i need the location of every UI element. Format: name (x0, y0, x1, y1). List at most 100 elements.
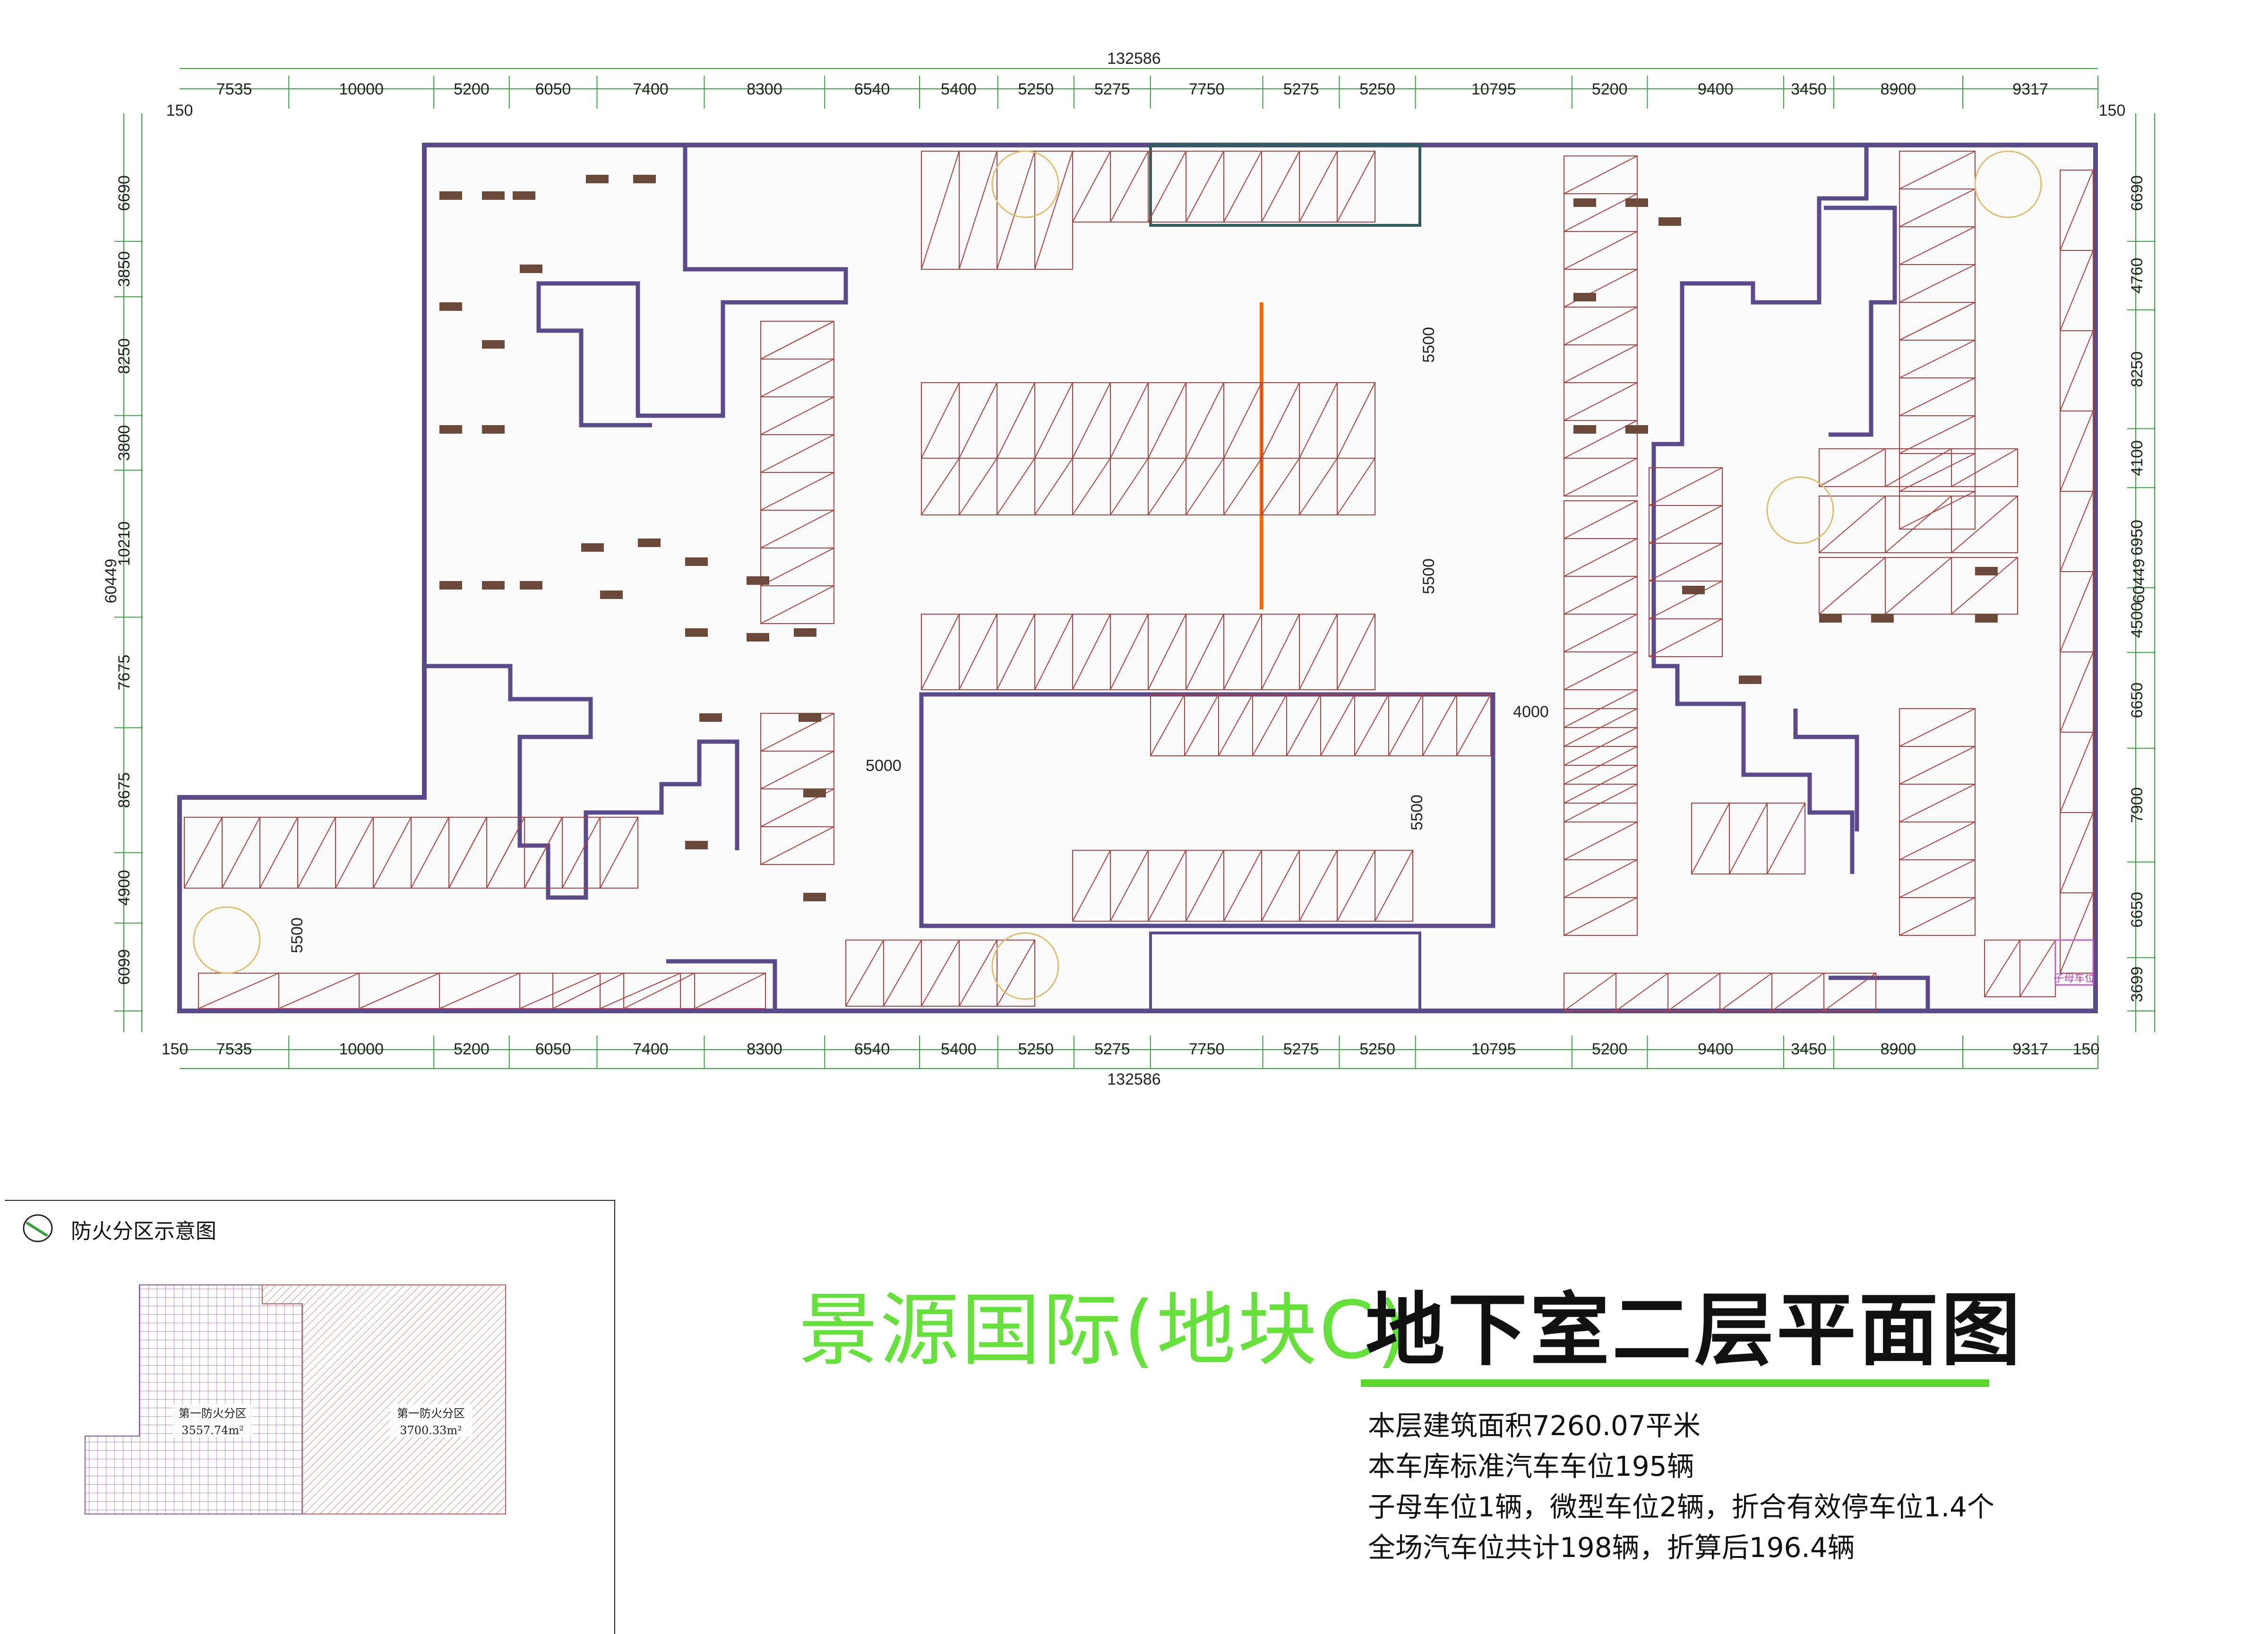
column (520, 581, 542, 590)
parking-stall-diagonal (1422, 694, 1457, 756)
parking-stall-diagonal (997, 458, 1035, 515)
parking-stall-diagonal (1110, 458, 1149, 515)
dimension-label: 5200 (1592, 1040, 1628, 1058)
parking-stall (1337, 458, 1375, 515)
column (482, 425, 505, 434)
parking-stall (1899, 491, 1976, 530)
parking-stall-diagonal (921, 382, 960, 459)
parking-stall-diagonal (1072, 850, 1111, 922)
column (633, 175, 656, 183)
dimension-label: 6650 (2128, 892, 2146, 928)
fire-zone-diagram: 第一防火分区 3557.74m² 第一防火分区 3700.33m² (85, 1284, 506, 1514)
parking-stall-diagonal (921, 151, 960, 270)
dimension-label: 10795 (1471, 80, 1516, 98)
parking-stall-diagonal (997, 382, 1035, 459)
column (1871, 614, 1894, 623)
dimension-label: 5200 (454, 1040, 490, 1058)
column (1739, 676, 1761, 684)
column (513, 191, 535, 200)
dimension-label: 3800 (115, 425, 133, 461)
parking-stall-diagonal (1564, 576, 1638, 615)
parking-stall (1564, 458, 1638, 496)
note-line-1: 本层建筑面积7260.07平米 (1368, 1410, 1701, 1442)
parking-stall-diagonal (1564, 155, 1638, 194)
zone1-area: 3557.74m² (181, 1424, 244, 1437)
parking-stall-diagonal (997, 940, 1035, 1007)
parking-stall (1951, 496, 2018, 553)
parking-stall-diagonal (1899, 746, 1976, 785)
parking-stall-diagonal (1564, 344, 1638, 383)
column (794, 628, 816, 637)
parking-stall-diagonal (921, 614, 960, 690)
parking-stall-diagonal (1767, 803, 1805, 874)
parking-stall-diagonal (1899, 784, 1976, 822)
parking-stall-diagonal (1564, 382, 1638, 421)
dimension-label: 5250 (1359, 1040, 1395, 1058)
parking-stall-diagonal (1564, 420, 1638, 459)
parking-stall-diagonal (1899, 708, 1976, 747)
column (1975, 614, 1998, 623)
dimension-label: 5400 (941, 1040, 977, 1058)
dimension-label: 9317 (2012, 1040, 2048, 1058)
zone1-name: 第一防火分区 (179, 1407, 247, 1420)
dimension-label: 7900 (2128, 787, 2146, 823)
parking-stall-diagonal (1299, 151, 1338, 222)
parking-stall-diagonal (1184, 694, 1219, 756)
parking-stall-diagonal (1072, 151, 1111, 222)
column (1682, 586, 1705, 594)
column (482, 191, 505, 200)
column (1573, 293, 1596, 301)
parking-stall-diagonal (1320, 694, 1355, 756)
parking-stall-diagonal (2060, 250, 2094, 331)
parking-stall-diagonal (1148, 614, 1186, 690)
dimension-lines (123, 68, 2155, 1069)
column (1573, 198, 1596, 207)
column (747, 633, 769, 642)
dimension-label: 6950 (2128, 520, 2146, 556)
parking-stall-diagonal (760, 472, 834, 511)
parking-stall-diagonal (1388, 694, 1423, 756)
column (747, 576, 769, 585)
column (799, 713, 821, 722)
parking-stall-diagonal (1899, 415, 1976, 454)
parking-stall-diagonal (760, 826, 834, 865)
edge-dim-br: 150 (2073, 1040, 2100, 1058)
parking-stall-diagonal (1223, 382, 1262, 459)
column (586, 175, 609, 183)
parking-stall-diagonal (1819, 448, 1886, 487)
parking-stall-diagonal (1186, 458, 1224, 515)
parking-stall (1951, 448, 2018, 487)
parking-stall-diagonal (2060, 651, 2094, 733)
dimension-label: 7400 (633, 80, 669, 98)
parking-stall-diagonal (1885, 496, 1952, 553)
parking-stall-diagonal (1148, 458, 1186, 515)
parking-stall-diagonal (184, 817, 223, 889)
parking-stall-diagonal (1261, 850, 1300, 922)
dimension-label: 6099 (115, 949, 133, 985)
aisle-width-1: 5500 (1420, 327, 1438, 363)
parking-stall-diagonal (1649, 505, 1723, 544)
parking-stall-diagonal (1148, 850, 1186, 922)
parking-stall-diagonal (623, 973, 695, 1009)
parking-stall-diagonal (1564, 193, 1638, 232)
project-title: 景源国际(地块C) (799, 1284, 1409, 1377)
parking-stall-diagonal (1223, 850, 1262, 922)
parking-stall-diagonal (1729, 803, 1768, 874)
parking-stall-diagonal (1299, 614, 1338, 690)
column (581, 543, 604, 552)
turning-circles (193, 150, 2042, 1000)
parking-stall-diagonal (760, 751, 834, 789)
structural-columns (439, 175, 1998, 901)
parking-stall-diagonal (1564, 458, 1638, 496)
parking-stall-diagonal (959, 151, 997, 270)
column (803, 789, 826, 797)
dimension-label: 7750 (1189, 80, 1225, 98)
parking-stall-diagonal (1564, 708, 1638, 747)
dimension-label: 7750 (1189, 1040, 1225, 1058)
column (699, 713, 722, 722)
column (803, 893, 826, 901)
column (1573, 425, 1596, 434)
parking-stall-diagonal (1110, 614, 1149, 690)
note-line-2: 本车库标准汽车车位195辆 (1368, 1450, 1694, 1482)
parking-stall-diagonal (1819, 557, 1886, 615)
